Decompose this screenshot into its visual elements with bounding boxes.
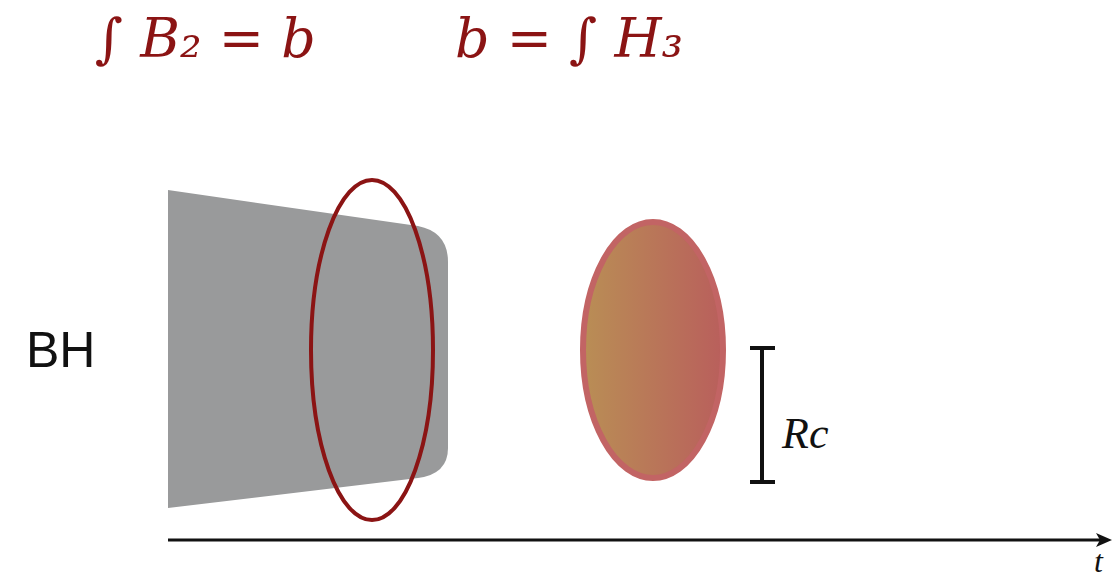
- time-axis: [168, 533, 1112, 547]
- bubble: [583, 222, 723, 478]
- black-hole-shape: [168, 190, 448, 508]
- black-hole-label: BH: [26, 325, 95, 375]
- radius-label: Rc: [782, 412, 828, 456]
- b2-cycle: [311, 180, 433, 520]
- radius-bracket: [750, 348, 775, 482]
- b2-flux-formula: ∫ B₂ = b: [95, 12, 316, 66]
- h3-flux-formula: b = ∫ H₃: [455, 12, 683, 66]
- black-hole: BH: [20, 185, 450, 525]
- time-label: t: [1094, 545, 1103, 577]
